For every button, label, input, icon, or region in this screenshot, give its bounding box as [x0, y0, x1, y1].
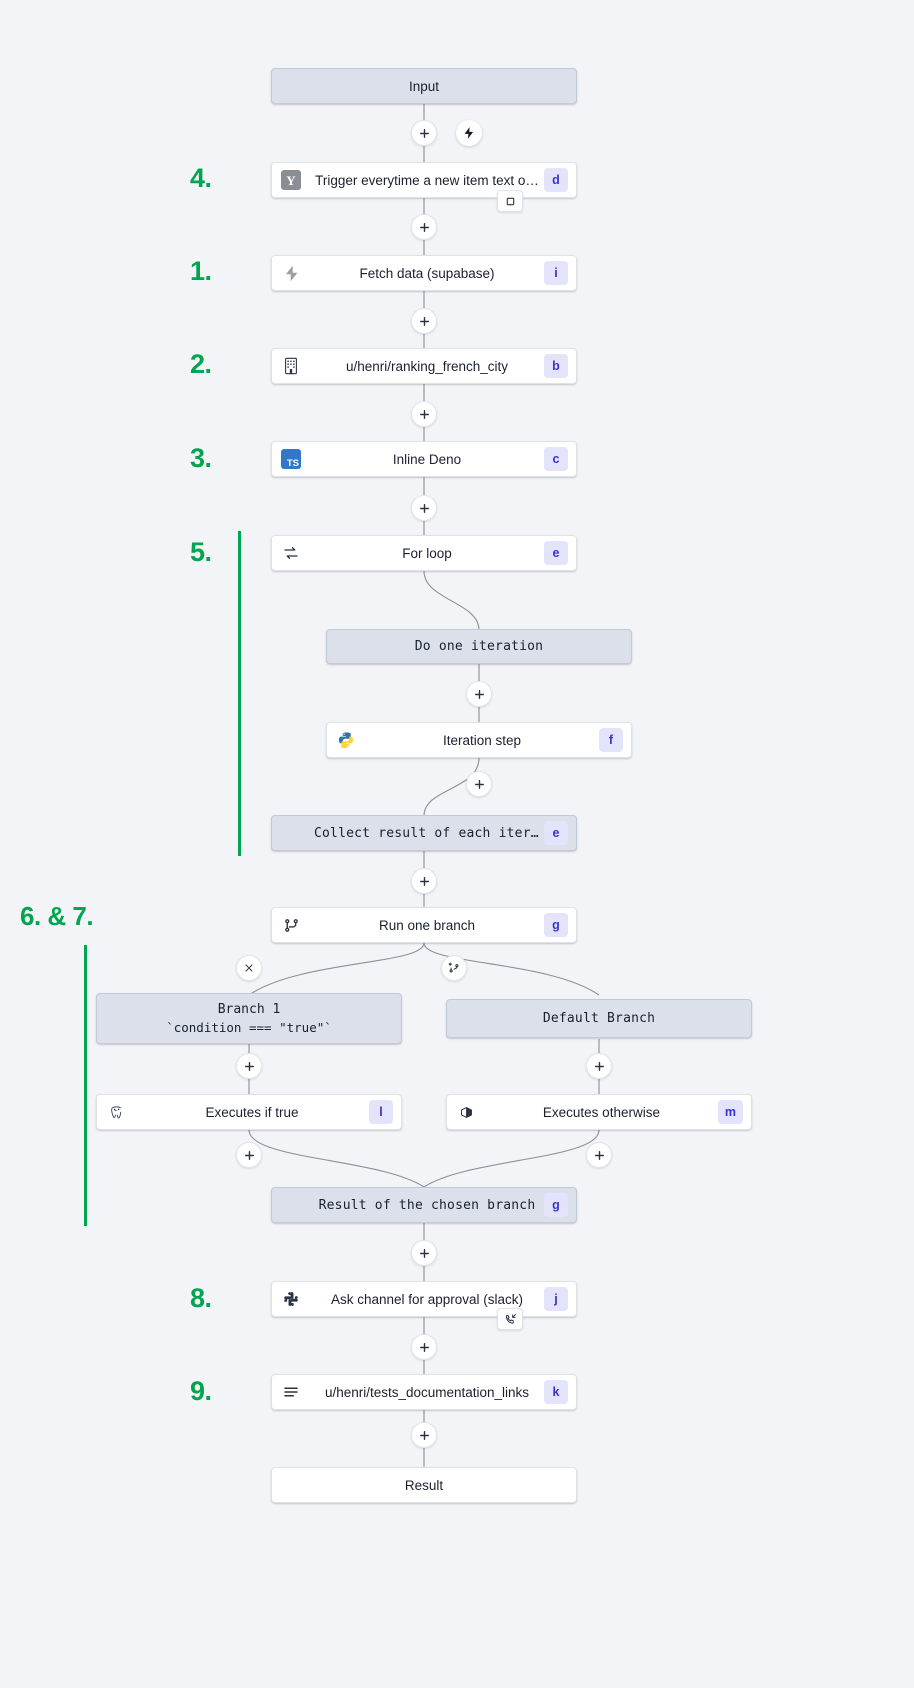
node-label: Fetch data (supabase)	[359, 265, 495, 281]
node-label: Result	[404, 1477, 444, 1493]
node-tag[interactable]: g	[544, 1193, 568, 1217]
node-label: u/henri/ranking_french_city	[345, 358, 509, 374]
node-trigger[interactable]: Y Trigger everytime a new item text o… d	[271, 162, 577, 198]
branch-condition: `condition === "true"`	[166, 1020, 332, 1035]
node-label: For loop	[402, 545, 452, 561]
annotation-67-bar	[84, 945, 87, 1226]
add-step-handle[interactable]	[236, 1142, 262, 1168]
node-label: Default Branch	[542, 1011, 656, 1026]
annotation-2: 2.	[190, 349, 212, 379]
add-step-handle[interactable]	[411, 1334, 437, 1360]
docker-icon	[447, 1104, 485, 1121]
slack-icon	[272, 1290, 310, 1308]
node-input[interactable]: Input	[271, 68, 577, 104]
git-branch-icon	[272, 917, 310, 934]
node-label: Trigger everytime a new item text o…	[315, 172, 539, 188]
add-step-handle[interactable]	[411, 401, 437, 427]
node-executes-otherwise[interactable]: Executes otherwise m	[446, 1094, 752, 1130]
node-label: Iteration step	[442, 732, 522, 748]
node-tag[interactable]: l	[369, 1100, 393, 1124]
typescript-icon: TS	[272, 449, 310, 469]
node-label: u/henri/tests_documentation_links	[324, 1384, 530, 1400]
add-step-handle[interactable]	[411, 1240, 437, 1266]
node-executes-if-true[interactable]: Executes if true l	[96, 1094, 402, 1130]
postgres-icon	[97, 1104, 135, 1121]
node-run-one-branch[interactable]: Run one branch g	[271, 907, 577, 943]
node-iteration-step[interactable]: Iteration step f	[326, 722, 632, 758]
node-fetch-data[interactable]: Fetch data (supabase) i	[271, 255, 577, 291]
annotation-5: 5.	[190, 537, 212, 567]
node-tag[interactable]: b	[544, 354, 568, 378]
bolt-icon[interactable]	[456, 120, 482, 146]
y-square-icon: Y	[272, 170, 310, 190]
node-inline-deno[interactable]: TS Inline Deno c	[271, 441, 577, 477]
add-step-handle[interactable]	[466, 681, 492, 707]
node-for-loop[interactable]: For loop e	[271, 535, 577, 571]
node-tag[interactable]: i	[544, 261, 568, 285]
stop-square-icon[interactable]	[497, 190, 523, 212]
node-label: Executes if true	[205, 1104, 299, 1120]
node-tag[interactable]: f	[599, 728, 623, 752]
node-collect-result[interactable]: Collect result of each iteration e	[271, 815, 577, 851]
node-tag[interactable]: k	[544, 1380, 568, 1404]
add-step-handle[interactable]	[411, 868, 437, 894]
node-ranking-french-city[interactable]: u/henri/ranking_french_city b	[271, 348, 577, 384]
annotation-9: 9.	[190, 1376, 212, 1406]
add-step-handle[interactable]	[466, 771, 492, 797]
supabase-bolt-icon	[272, 264, 310, 283]
node-tag[interactable]: e	[544, 821, 568, 845]
building-icon	[272, 357, 310, 375]
annotation-5-bar	[238, 531, 241, 856]
annotation-8: 8.	[190, 1283, 212, 1313]
node-do-one-iteration[interactable]: Do one iteration	[326, 629, 632, 664]
annotation-6-and-7: 6. & 7.	[20, 901, 94, 931]
add-step-handle[interactable]	[411, 214, 437, 240]
node-tag[interactable]: d	[544, 168, 568, 192]
node-result-chosen-branch[interactable]: Result of the chosen branch g	[271, 1187, 577, 1223]
close-icon[interactable]	[236, 955, 262, 981]
add-step-handle[interactable]	[411, 308, 437, 334]
node-tag[interactable]: j	[544, 1287, 568, 1311]
annotation-3: 3.	[190, 443, 212, 473]
node-label: Executes otherwise	[542, 1104, 660, 1120]
list-icon	[272, 1383, 310, 1401]
add-branch-icon[interactable]	[441, 955, 467, 981]
suspend-call-icon[interactable]	[497, 1308, 523, 1330]
add-step-handle[interactable]	[236, 1053, 262, 1079]
add-step-handle[interactable]	[586, 1142, 612, 1168]
add-step-handle[interactable]	[411, 120, 437, 146]
node-tag[interactable]: m	[717, 1100, 743, 1124]
add-step-handle[interactable]	[586, 1053, 612, 1079]
node-label: Collect result of each iteration	[314, 825, 544, 841]
node-label: Result of the chosen branch	[318, 1197, 536, 1213]
node-label: Input	[408, 78, 440, 94]
node-tests-documentation-links[interactable]: u/henri/tests_documentation_links k	[271, 1374, 577, 1410]
node-label: Ask channel for approval (slack)	[330, 1291, 524, 1307]
loop-icon	[272, 544, 310, 562]
node-tag[interactable]: c	[544, 447, 568, 471]
annotation-4: 4.	[190, 163, 212, 193]
node-label: Inline Deno	[392, 451, 462, 467]
node-branch-1[interactable]: Branch 1 `condition === "true"`	[96, 993, 402, 1044]
node-label: Run one branch	[378, 917, 476, 933]
node-result[interactable]: Result	[271, 1467, 577, 1503]
annotation-1: 1.	[190, 256, 212, 286]
node-tag[interactable]: g	[544, 913, 568, 937]
node-tag[interactable]: e	[544, 541, 568, 565]
node-default-branch[interactable]: Default Branch	[446, 999, 752, 1038]
add-step-handle[interactable]	[411, 495, 437, 521]
node-label: Do one iteration	[414, 639, 544, 654]
node-slack-approval[interactable]: Ask channel for approval (slack) j	[271, 1281, 577, 1317]
branch-title: Branch 1	[217, 1002, 281, 1017]
python-icon	[327, 731, 365, 749]
add-step-handle[interactable]	[411, 1422, 437, 1448]
